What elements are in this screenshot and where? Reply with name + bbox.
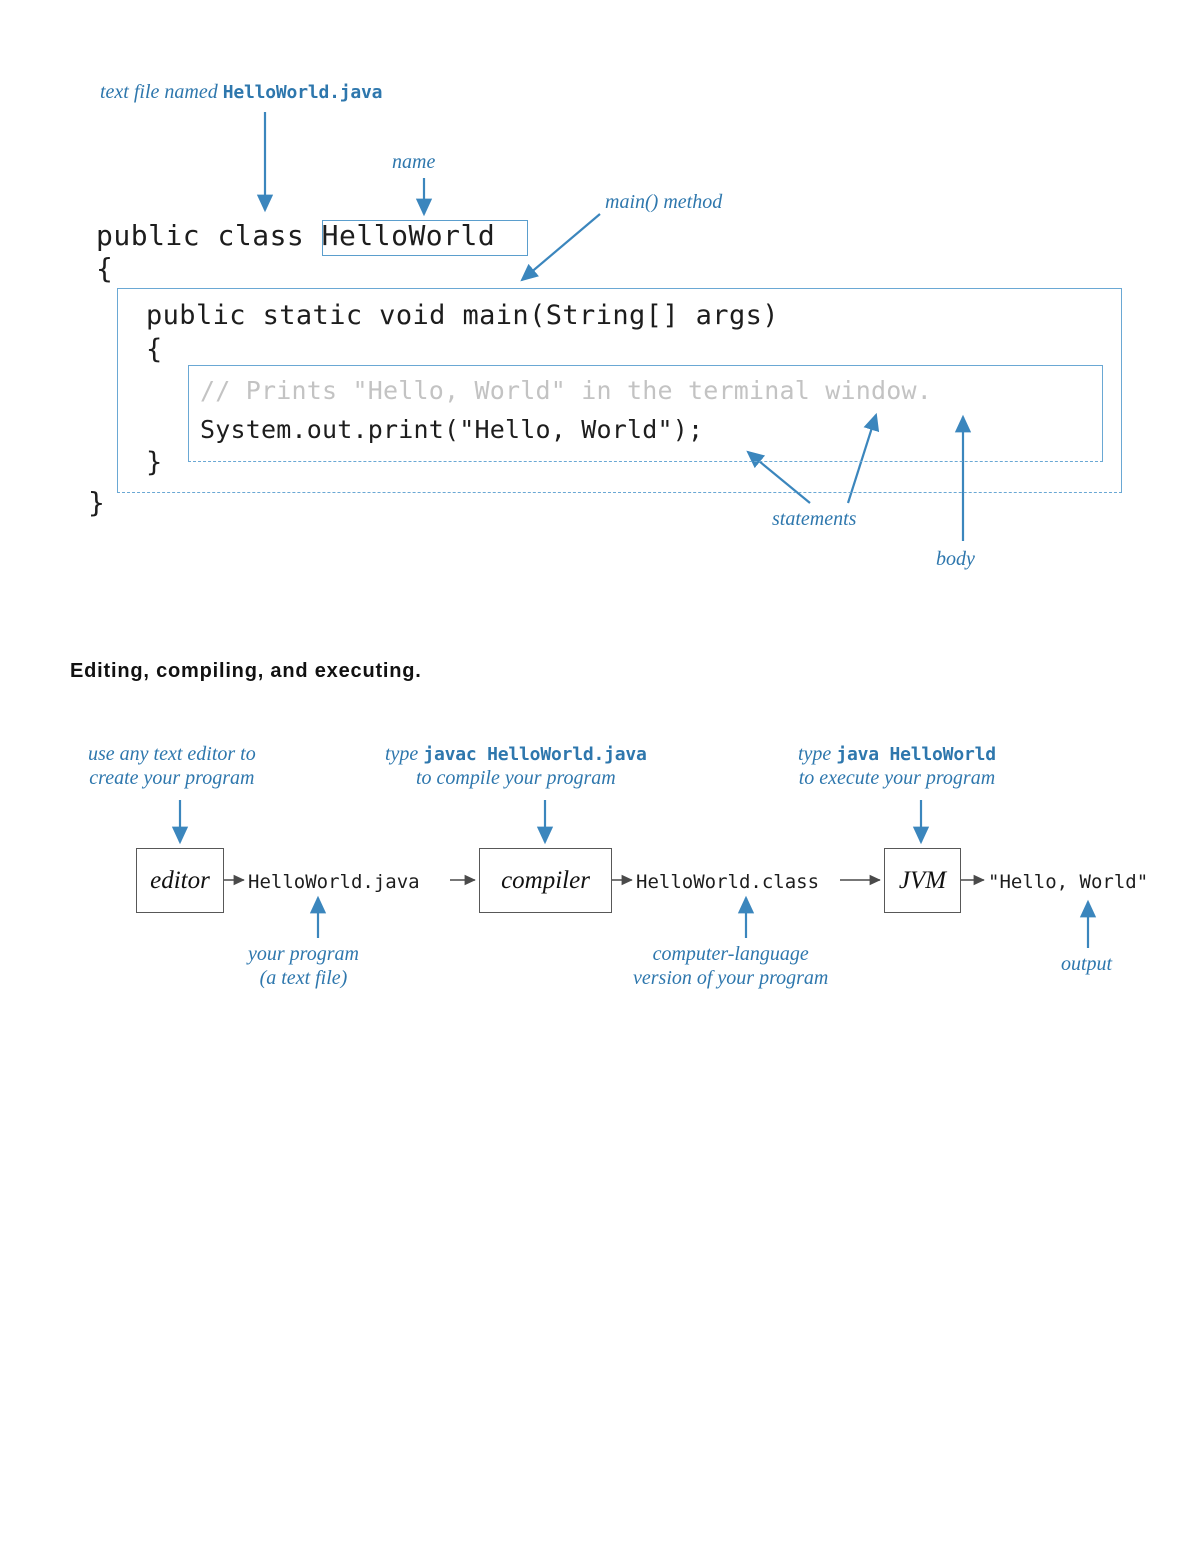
figure-caption: Editing, compiling, and executing. [70, 660, 422, 682]
annotation-computer-language: computer-language version of your progra… [633, 942, 828, 991]
annotation-computer-language-line1: computer-language [652, 943, 809, 965]
annotation-statements: statements [772, 508, 857, 530]
code-close-brace-main: } [146, 447, 163, 478]
pipeline-box-compiler: compiler [479, 848, 612, 913]
annotation-java-line2: to execute your program [798, 767, 996, 790]
pipeline-box-editor: editor [136, 848, 224, 913]
code-class-name: HelloWorld [321, 219, 496, 252]
pipeline-artifact-console-output: "Hello, World" [988, 871, 1149, 893]
annotation-your-program-line1: your program [248, 943, 359, 965]
annotation-text-file-code: HelloWorld.java [222, 82, 383, 103]
annotation-editor-usage-line2: create your program [89, 767, 255, 790]
annotation-javac-line1: type javac HelloWorld.java [385, 742, 647, 766]
annotation-javac-line2: to compile your program [415, 767, 616, 790]
annotation-your-program: your program (a text file) [248, 942, 359, 991]
annotation-javac-code: javac HelloWorld.java [423, 744, 647, 765]
annotation-text-file-named: text file named HelloWorld.java [100, 80, 382, 104]
annotation-java-code: java HelloWorld [836, 744, 996, 765]
annotation-name: name [392, 151, 436, 173]
pipeline-artifact-source-file: HelloWorld.java [248, 871, 420, 893]
class-name-highlight-box [322, 220, 528, 256]
statements-highlight-box [188, 365, 1103, 462]
code-comment: // Prints "Hello, World" in the terminal… [200, 376, 933, 405]
annotation-main-method: main() method [605, 191, 723, 213]
annotation-text-file-prefix: text file named [100, 81, 223, 103]
code-open-brace-main: { [146, 334, 163, 365]
class-body-highlight-box [117, 288, 1122, 493]
annotation-java-prefix: type [798, 743, 837, 765]
pipeline-artifact-class-file: HelloWorld.class [636, 871, 820, 893]
annotation-java-command: type java HelloWorld to execute your pro… [798, 742, 996, 791]
code-class-declaration: public class HelloWorld [96, 219, 495, 252]
annotation-java-line1: type java HelloWorld [798, 742, 996, 766]
annotation-output: output [1061, 953, 1113, 975]
program-anatomy-figure: text file named HelloWorld.java name mai… [0, 0, 1200, 600]
code-class-declaration-prefix: public class [96, 219, 322, 252]
annotation-body: body [936, 548, 975, 570]
annotation-javac-command: type javac HelloWorld.java to compile yo… [385, 742, 647, 791]
annotation-editor-usage: use any text editor to create your progr… [88, 742, 256, 791]
annotation-editor-usage-line1: use any text editor to [88, 743, 256, 765]
code-close-brace-class: } [88, 486, 105, 519]
annotation-your-program-line2: (a text file) [259, 967, 348, 990]
code-open-brace-class: { [96, 252, 113, 285]
code-main-signature: public static void main(String[] args) [146, 300, 779, 331]
code-print-statement: System.out.print("Hello, World"); [200, 415, 704, 444]
annotation-computer-language-line2: version of your program [633, 967, 829, 990]
pipeline-box-jvm: JVM [884, 848, 961, 913]
annotation-javac-prefix: type [385, 743, 424, 765]
